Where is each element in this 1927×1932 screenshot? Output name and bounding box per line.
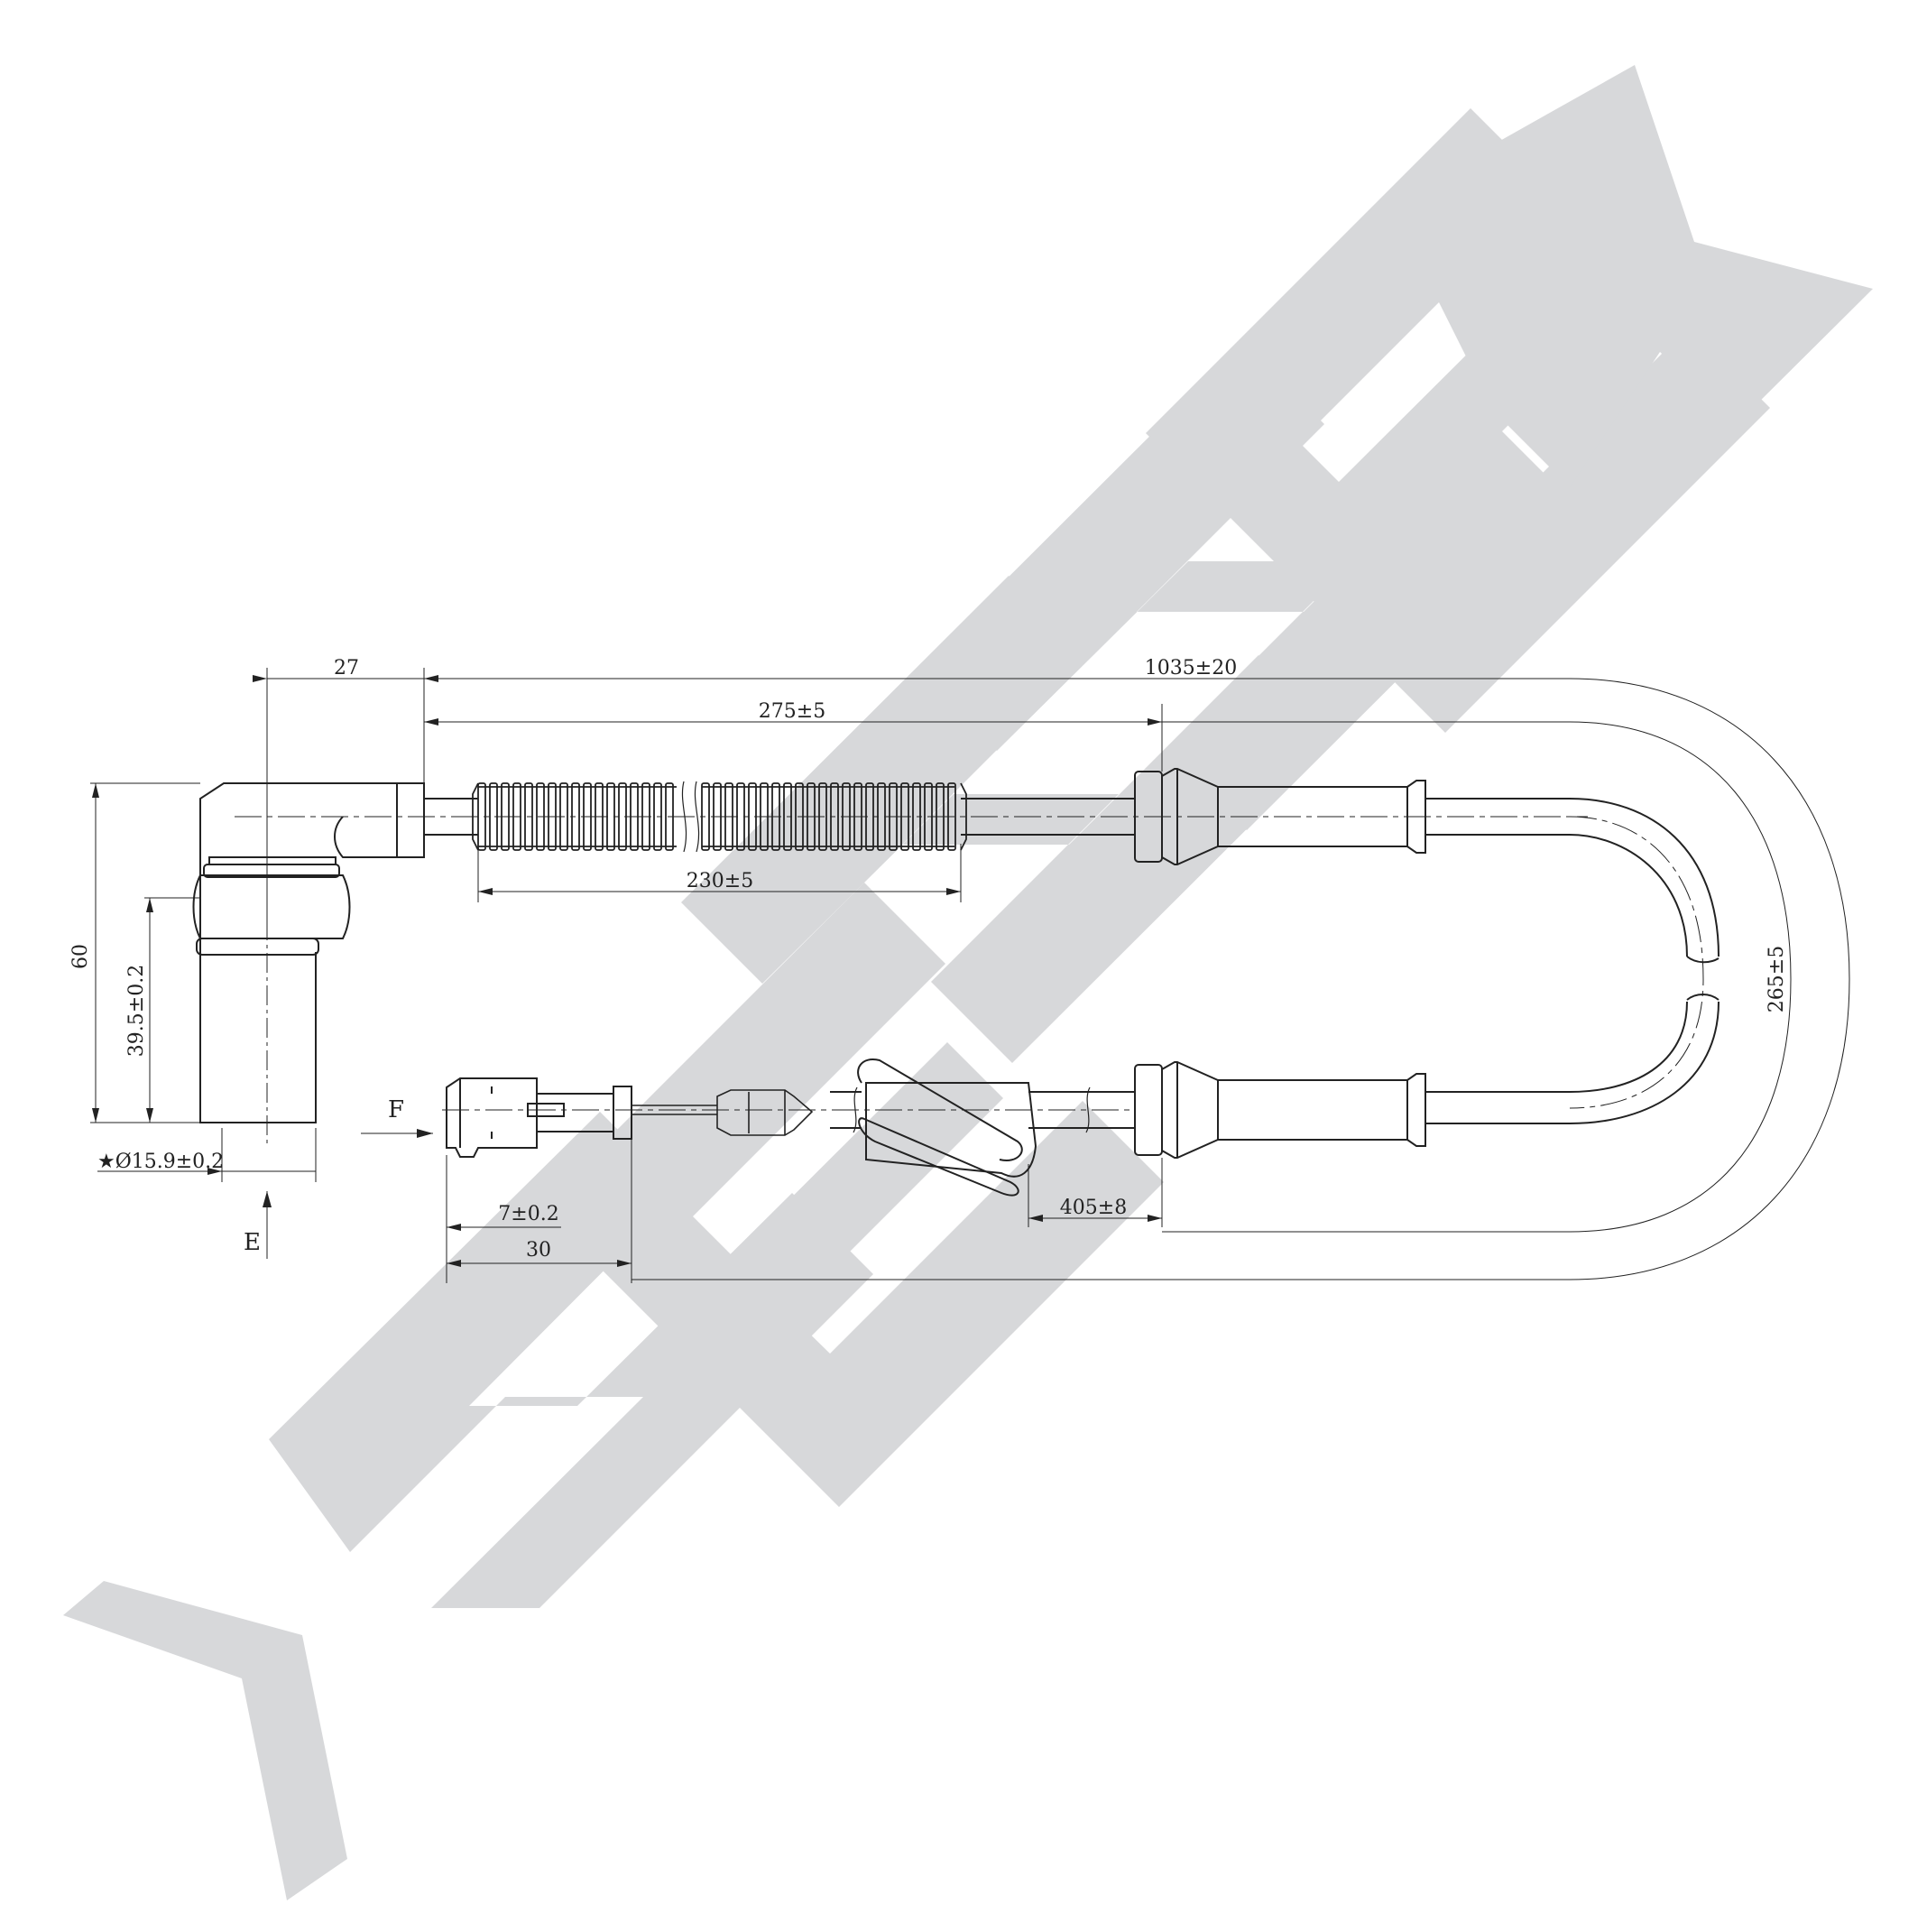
arrowhead xyxy=(92,783,99,798)
view-label-e: E xyxy=(244,1229,261,1256)
sleeve-break xyxy=(681,781,700,853)
dimension-lines xyxy=(90,668,1850,1283)
sleeve-rib xyxy=(630,782,639,851)
lower-grommet xyxy=(1134,1061,1426,1159)
arrowhead xyxy=(478,888,493,895)
sleeve-rib xyxy=(536,782,545,851)
arrowhead xyxy=(424,675,438,682)
sleeve-rib xyxy=(853,782,862,851)
arrowhead xyxy=(1148,718,1162,726)
dim-405: 405±8 xyxy=(1060,1197,1127,1219)
sleeve-rib xyxy=(512,782,521,851)
sleeve-rib xyxy=(807,782,816,851)
mounting-clip xyxy=(857,1058,1037,1197)
sleeve-rib xyxy=(618,782,627,851)
view-f-arrowhead xyxy=(417,1129,433,1138)
upper-grommet xyxy=(1134,768,1426,865)
sleeve-rib xyxy=(595,782,604,851)
arrowhead xyxy=(253,675,267,682)
view-e-arrowhead xyxy=(263,1191,272,1207)
sleeve-rib xyxy=(724,782,733,851)
dim-275: 275±5 xyxy=(759,700,825,723)
watermark-letter-n2 xyxy=(916,343,1574,830)
arrowheads xyxy=(92,675,1162,1267)
sleeve-rib xyxy=(641,782,650,851)
arrowhead xyxy=(946,888,961,895)
sleeve-rib xyxy=(877,782,886,851)
dim-1035: 1035±20 xyxy=(1145,657,1237,679)
upper-cable xyxy=(235,798,1588,836)
sleeve-rib xyxy=(912,782,921,851)
watermark-chevron xyxy=(63,1581,347,1900)
sleeve-rib xyxy=(548,782,557,851)
sleeve-rib xyxy=(606,782,615,851)
dim-27: 27 xyxy=(334,657,359,679)
watermark-letter-n1 xyxy=(681,576,1340,1063)
dim-diameter-15-9: ★Ø15.9±0.2 xyxy=(97,1151,224,1173)
u-bend-cable xyxy=(1425,798,1720,1124)
dim-7: 7±0.2 xyxy=(498,1203,558,1225)
sleeve-rib xyxy=(571,782,580,851)
connector-plug xyxy=(446,1077,632,1158)
sleeve-ends xyxy=(472,782,967,851)
sleeve-rib xyxy=(489,782,498,851)
corrugated-sleeve xyxy=(472,781,967,853)
dim-30: 30 xyxy=(526,1239,551,1262)
sleeve-rib xyxy=(701,782,710,851)
sleeve-outline xyxy=(478,786,677,847)
sleeve-rib xyxy=(665,782,674,851)
arrowhead xyxy=(424,718,438,726)
dimension-labels: 27 1035±20 275±5 230±5 60 39.5±0.2 ★Ø15.… xyxy=(69,657,1788,1262)
arrowhead xyxy=(207,1168,222,1175)
watermark-letter-e1 xyxy=(539,883,1164,1507)
arrowhead xyxy=(447,1224,461,1231)
sleeve-rib xyxy=(713,782,722,851)
sleeve-rib xyxy=(653,782,662,851)
arrowhead xyxy=(1028,1215,1043,1222)
dim-60: 60 xyxy=(69,944,92,969)
sleeve-rib xyxy=(830,782,839,851)
sleeve-rib xyxy=(900,782,909,851)
drawing-lines xyxy=(90,668,1850,1283)
sleeve-rib xyxy=(501,782,510,851)
sleeve-rib xyxy=(477,782,486,851)
sleeve-rib xyxy=(795,782,804,851)
arrowhead xyxy=(92,1108,99,1123)
sleeve-rib xyxy=(771,782,780,851)
arrowhead xyxy=(617,1260,632,1267)
sleeve-rib xyxy=(748,782,757,851)
sleeve-rib xyxy=(947,782,956,851)
watermark-letter-k xyxy=(1389,65,1873,487)
sleeve-rib xyxy=(583,782,592,851)
sleeve-rib xyxy=(818,782,827,851)
watermark-logo xyxy=(63,65,1873,1900)
lower-cable xyxy=(442,1086,1135,1133)
view-label-f: F xyxy=(388,1096,404,1123)
sleeve-rib xyxy=(736,782,745,851)
arrowhead xyxy=(146,898,153,912)
arrowhead xyxy=(447,1260,461,1267)
sleeve-rib xyxy=(924,782,933,851)
watermark-letter-e2 xyxy=(1146,108,1770,733)
sleeve-rib xyxy=(865,782,874,851)
sleeve-rib xyxy=(524,782,533,851)
sleeve-rib xyxy=(783,782,792,851)
sleeve-rib xyxy=(760,782,769,851)
sleeve-rib xyxy=(842,782,851,851)
dim-39-5: 39.5±0.2 xyxy=(125,965,148,1057)
arrowhead xyxy=(1148,1215,1162,1222)
sensor-head xyxy=(192,758,425,1146)
connector-wires xyxy=(632,1089,814,1136)
arrowhead xyxy=(146,1108,153,1123)
dim-265: 265±5 xyxy=(1766,946,1788,1012)
sleeve-rib xyxy=(936,782,945,851)
sleeve-rib xyxy=(889,782,898,851)
sleeve-rib xyxy=(559,782,568,851)
dim-230: 230±5 xyxy=(687,870,753,892)
